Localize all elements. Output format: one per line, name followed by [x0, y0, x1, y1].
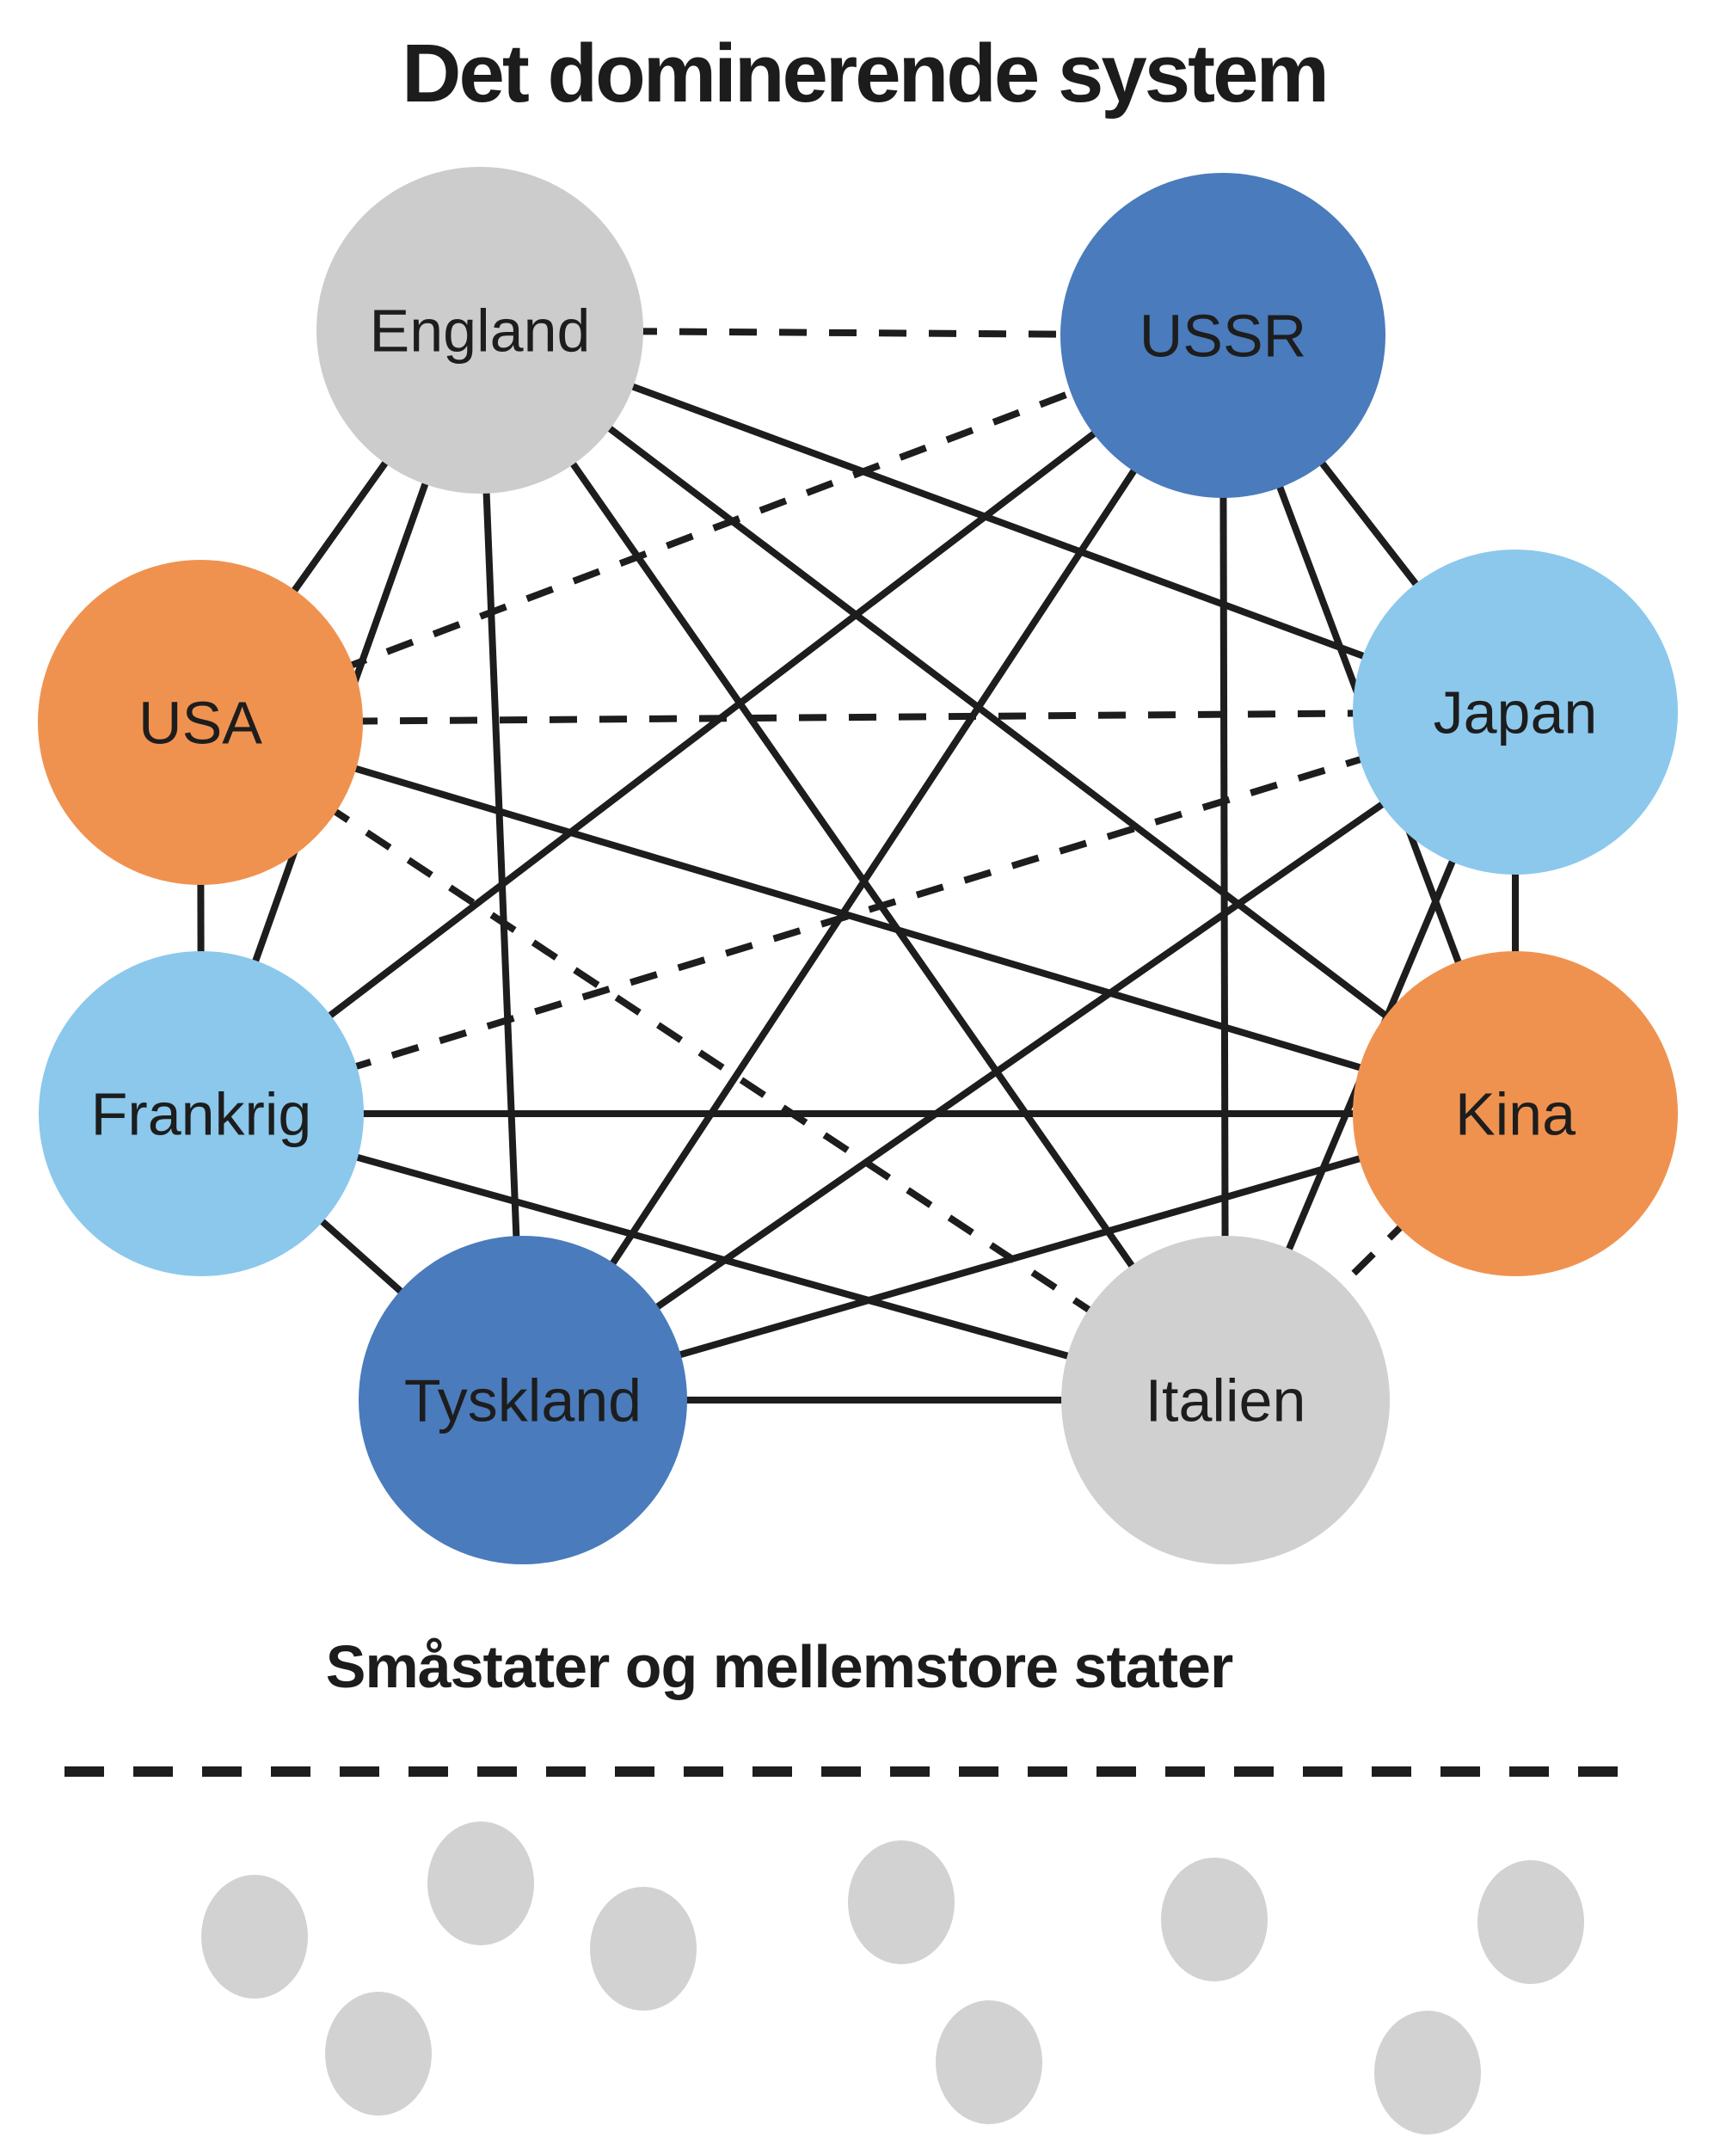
node-england: England — [316, 167, 643, 494]
edge-usa-italien-dashed — [198, 719, 1228, 1404]
small-states-title: Småstater og mellemstore stater — [326, 1633, 1233, 1700]
edge-usa-japan-dashed — [200, 709, 1516, 726]
node-usa: USA — [38, 560, 363, 885]
node-label-usa: USA — [138, 690, 262, 757]
node-tyskland: Tyskland — [359, 1236, 687, 1564]
node-frankrig: Frankrig — [39, 951, 364, 1276]
edge-frankrig-italien-solid — [200, 1110, 1227, 1404]
edge-usa-ussr-dashed — [199, 332, 1225, 726]
node-circle-frankrig — [39, 951, 364, 1276]
small-state-dot-2 — [427, 1821, 534, 1945]
edge-england-tyskland-solid — [476, 329, 526, 1401]
node-label-kina: Kina — [1455, 1081, 1576, 1148]
node-circle-tyskland — [359, 1236, 687, 1564]
small-state-dot-8 — [936, 2000, 1042, 2124]
node-japan: Japan — [1353, 550, 1678, 875]
node-label-japan: Japan — [1434, 679, 1598, 746]
node-label-england: England — [370, 298, 591, 365]
node-circle-italien — [1061, 1236, 1390, 1564]
small-state-dot-1 — [201, 1875, 308, 1999]
edge-ussr-italien-solid — [1219, 335, 1229, 1401]
edge-england-kina-solid — [477, 327, 1518, 1117]
edge-england-italien-solid — [476, 328, 1229, 1403]
edge-kina-tyskland-solid — [521, 1110, 1517, 1404]
node-label-ussr: USSR — [1140, 303, 1306, 370]
edge-ussr-frankrig-solid — [199, 332, 1226, 1117]
small-state-dot-5 — [848, 1840, 955, 1964]
edge-japan-tyskland-solid — [520, 709, 1518, 1404]
small-state-dot-4 — [590, 1887, 697, 2011]
node-circle-ussr — [1060, 173, 1385, 498]
edge-usa-kina-solid — [199, 719, 1517, 1117]
edges-layer — [197, 327, 1519, 1404]
node-circle-england — [316, 167, 643, 494]
node-label-frankrig: Frankrig — [91, 1081, 312, 1148]
small-state-dot-6 — [1161, 1858, 1268, 1981]
small-state-dot-9 — [1374, 2011, 1481, 2135]
node-label-tyskland: Tyskland — [404, 1367, 642, 1434]
node-italien: Italien — [1061, 1236, 1390, 1564]
node-circle-usa — [38, 560, 363, 885]
node-label-italien: Italien — [1146, 1367, 1306, 1434]
edge-ussr-tyskland-solid — [519, 333, 1226, 1403]
node-ussr: USSR — [1060, 173, 1385, 498]
small-state-dot-3 — [325, 1992, 432, 2116]
small-states-dots — [201, 1821, 1584, 2135]
node-circle-kina — [1353, 951, 1678, 1276]
node-kina: Kina — [1353, 951, 1678, 1276]
small-state-dot-7 — [1477, 1860, 1584, 1984]
page-title: Det dominerende system — [402, 28, 1327, 120]
node-circle-japan — [1353, 550, 1678, 875]
